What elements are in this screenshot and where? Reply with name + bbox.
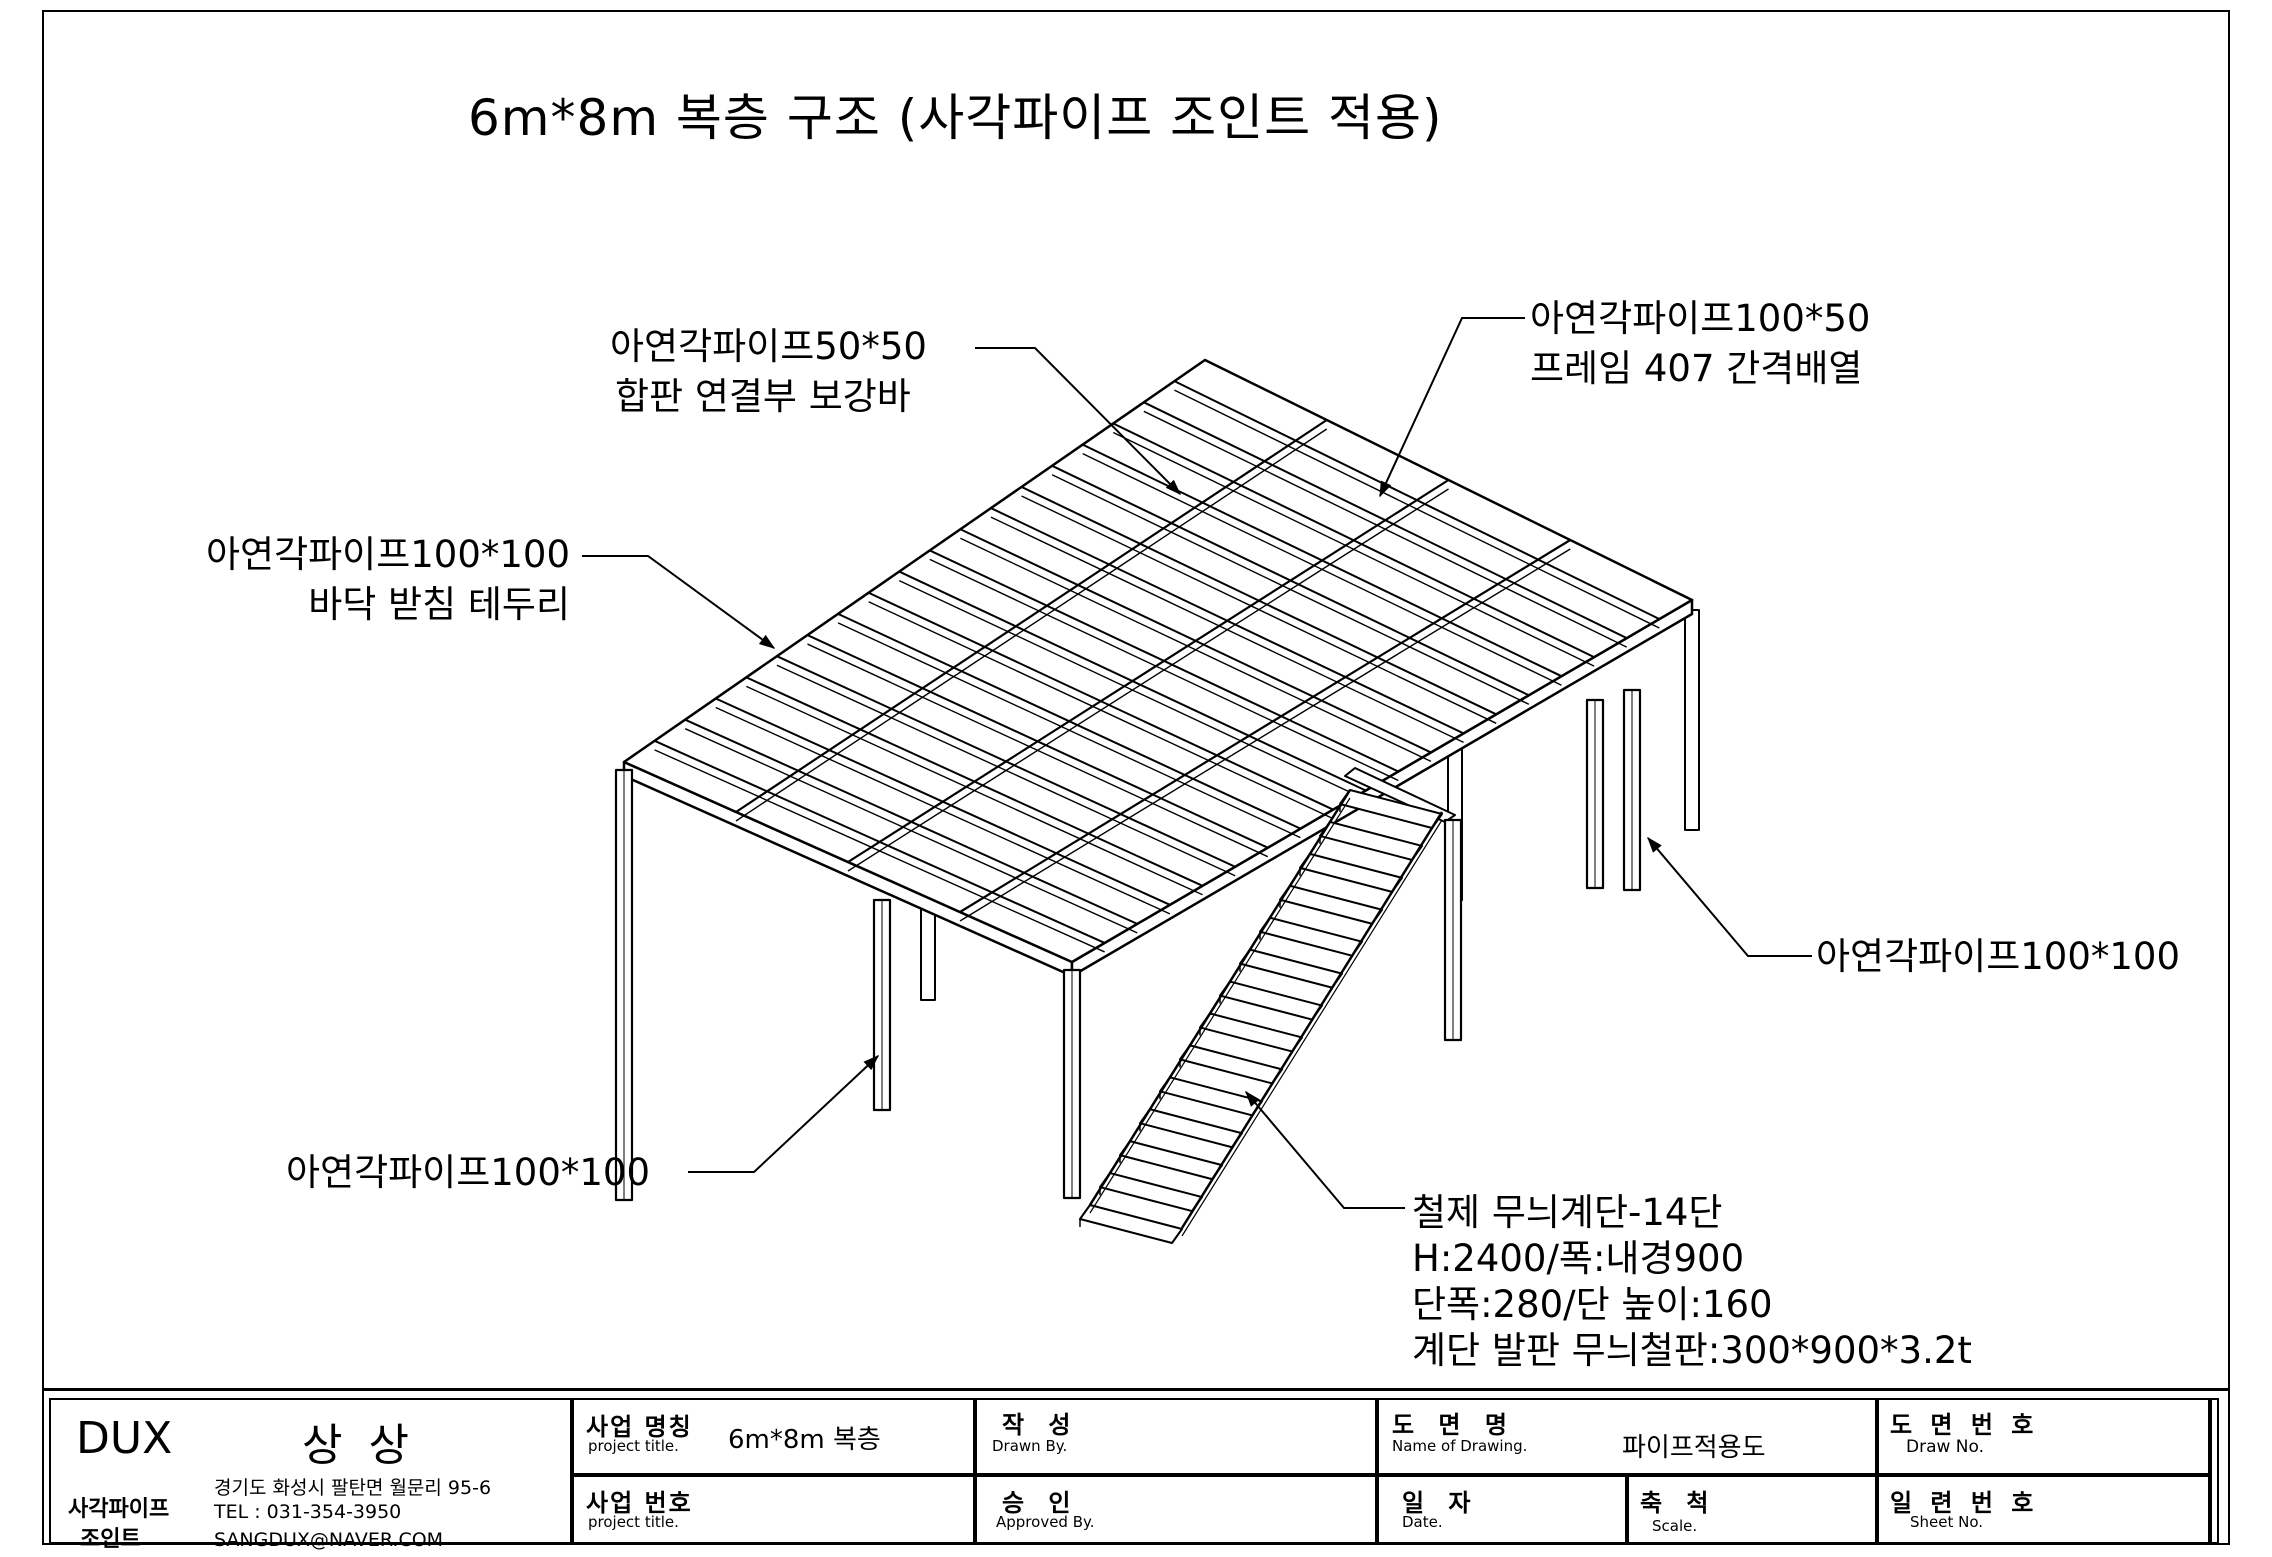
brace-bar-0 — [735, 419, 1328, 813]
callout-stair: 철제 무늬계단-14단 H:2400/폭:내경900 단폭:280/단 높이:1… — [1412, 1190, 1972, 1374]
leader-arrow-5 — [1245, 1090, 1260, 1107]
callout-brace-line2: 합판 연결부 보강바 — [615, 375, 911, 418]
project-name-label: 사업 명칭 — [586, 1413, 693, 1441]
leader-arrow-2 — [758, 634, 776, 649]
leader-line-2 — [582, 555, 775, 649]
callout-stair-line2: H:2400/폭:내경900 — [1412, 1237, 1745, 1280]
stair-stringer-left — [1088, 789, 1352, 1206]
stair-step-12 — [1119, 1140, 1223, 1181]
leader-arrow-4 — [863, 1054, 880, 1071]
leader-line-0 — [975, 347, 1181, 495]
drawing-title: 6m*8m 복층 구조 (사각파이프 조인트 적용) — [468, 89, 1443, 147]
callout-post-left: 아연각파이프100*100 — [286, 1148, 650, 1198]
drawn-by-label: 작 성 — [1002, 1411, 1079, 1439]
callout-frame: 아연각파이프100*50 프레임 407 간격배열 — [1530, 294, 1870, 394]
project-name-value: 6m*8m 복층 — [728, 1425, 881, 1455]
callout-brace: 아연각파이프50*50 합판 연결부 보강바 — [610, 322, 927, 422]
callout-frame-line2: 프레임 407 간격배열 — [1530, 347, 1863, 390]
stair-step-5 — [1259, 916, 1363, 957]
callout-stair-line1: 철제 무늬계단-14단 — [1412, 1191, 1723, 1234]
post-back-2 — [1684, 609, 1700, 831]
drawing-name-value: 파이프적용도 — [1622, 1433, 1766, 1463]
stair-step-9 — [1179, 1044, 1283, 1085]
deck-top — [622, 358, 1694, 964]
stair-step-8 — [1199, 1012, 1303, 1053]
title-block-grid — [49, 1398, 2219, 1544]
stair-stringer-right — [1180, 811, 1444, 1229]
company-email: SANGDUX@NAVER.COM — [214, 1529, 444, 1551]
leader-line-4 — [688, 1055, 879, 1173]
company-name: 상 상 — [302, 1420, 415, 1471]
approved-by-label: 승 인 — [1002, 1489, 1079, 1517]
stair-step-4 — [1279, 884, 1383, 925]
project-name-label-en: project title. — [588, 1437, 679, 1455]
drawn-by-label-en: Drawn By. — [992, 1437, 1068, 1455]
brace-bar-edge-1 — [847, 488, 1449, 872]
scale-label-en: Scale. — [1652, 1517, 1698, 1535]
scale-label: 축 척 — [1640, 1489, 1717, 1517]
sheet-no-label-en: Sheet No. — [1910, 1513, 1984, 1531]
stair-step-13 — [1099, 1172, 1203, 1213]
date-label-en: Date. — [1402, 1513, 1443, 1531]
leader-arrow-1 — [1379, 480, 1392, 498]
stair-step-2 — [1319, 820, 1423, 861]
drawing-name-label: 도 면 명 — [1392, 1411, 1515, 1439]
leader-line-3 — [1647, 837, 1812, 957]
project-no-label: 사업 번호 — [586, 1489, 693, 1517]
callout-rim-line1: 아연각파이프100*100 — [206, 533, 570, 576]
stair-step-3 — [1299, 852, 1403, 893]
stair-step-11 — [1139, 1108, 1243, 1149]
callout-post-right: 아연각파이프100*100 — [1816, 932, 2180, 982]
callout-frame-line1: 아연각파이프100*50 — [1530, 297, 1871, 340]
leader-arrow-3 — [1647, 836, 1662, 853]
drawing-name-label-en: Name of Drawing. — [1392, 1437, 1528, 1455]
callout-post-left-line1: 아연각파이프100*100 — [286, 1151, 650, 1194]
callout-rim: 아연각파이프100*100 바닥 받침 테두리 — [206, 530, 570, 630]
project-no-label-en: project title. — [588, 1513, 679, 1531]
leader-line-1 — [1379, 317, 1525, 497]
stair-step-7 — [1219, 980, 1323, 1021]
stair-step-6 — [1239, 948, 1343, 989]
sheet-no-label: 일 련 번 호 — [1890, 1489, 2039, 1517]
company-sub2: 조인트 — [80, 1527, 141, 1552]
drawing-no-label-en: Draw No. — [1906, 1437, 1985, 1457]
date-label: 일 자 — [1402, 1489, 1479, 1517]
brace-bar-edge-0 — [735, 428, 1328, 822]
company-address: 경기도 화성시 팔탄면 월문리 95-6 — [214, 1477, 492, 1499]
callout-brace-line1: 아연각파이프50*50 — [610, 325, 927, 368]
brace-bar-2 — [959, 539, 1571, 913]
stair-stringer-right-edge — [1181, 819, 1443, 1237]
company-brand: DUX — [76, 1413, 173, 1464]
leader-line-5 — [1245, 1091, 1405, 1209]
stair-step-14 — [1079, 1204, 1183, 1244]
drawing-no-label: 도 면 번 호 — [1890, 1411, 2039, 1439]
callout-stair-line3: 단폭:280/단 높이:160 — [1412, 1283, 1773, 1326]
approved-by-label-en: Approved By. — [996, 1513, 1095, 1531]
callout-stair-line4: 계단 발판 무늬철판:300*900*3.2t — [1412, 1329, 1972, 1372]
company-sub1: 사각파이프 — [68, 1497, 170, 1522]
title-block: DUX 상 상 사각파이프 조인트 경기도 화성시 팔탄면 월문리 95-6 T… — [44, 1388, 2230, 1552]
brace-bar-1 — [847, 479, 1450, 863]
brace-bar-edge-2 — [959, 548, 1571, 922]
leader-arrow-0 — [1165, 479, 1182, 496]
stair-stringer-left-edge — [1089, 797, 1351, 1214]
stair-step-10 — [1159, 1076, 1263, 1117]
callout-rim-line2: 바닥 받침 테두리 — [308, 583, 570, 626]
company-tel: TEL : 031-354-3950 — [214, 1501, 402, 1523]
callout-post-right-line1: 아연각파이프100*100 — [1816, 935, 2180, 978]
